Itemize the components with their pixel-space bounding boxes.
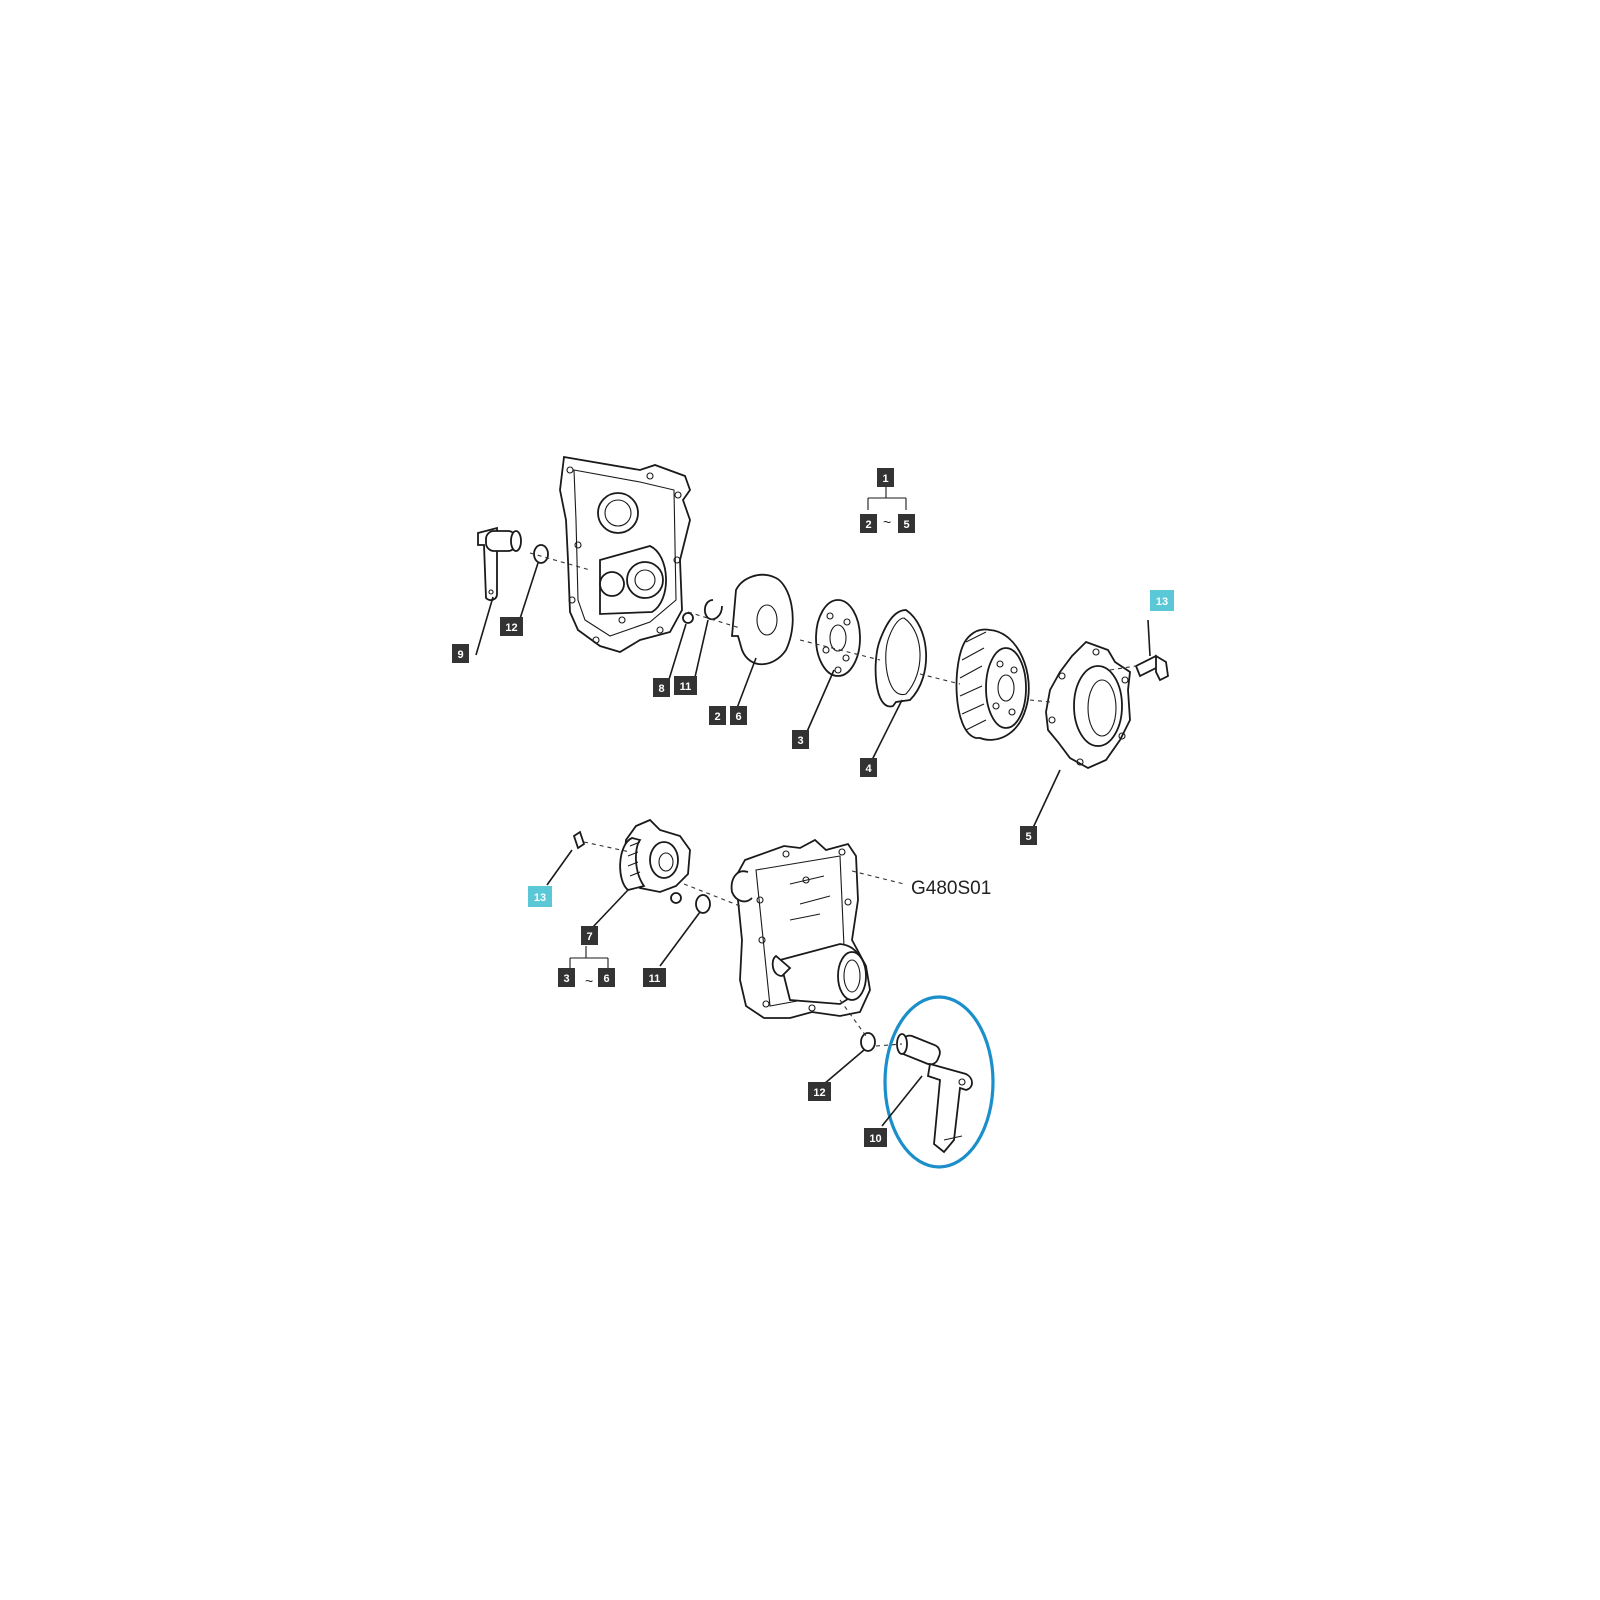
svg-text:7: 7	[586, 931, 592, 943]
callout-12-top: 12	[500, 617, 523, 636]
highlight-ellipse	[883, 995, 995, 1169]
group-tilde-top: ~	[883, 514, 891, 530]
callout-2-middle: 2	[709, 706, 726, 725]
svg-text:8: 8	[658, 683, 664, 695]
callout-7: 7	[581, 926, 598, 945]
callout-3-middle: 3	[792, 730, 809, 749]
svg-text:5: 5	[1025, 831, 1031, 843]
group-bracket-7-3-6: ~	[569, 946, 609, 989]
group-tilde-bottom: ~	[585, 973, 593, 989]
callout-1: 1	[877, 468, 894, 487]
o-ring-part-12-top	[533, 544, 549, 564]
callout-9: 9	[452, 644, 469, 663]
svg-text:12: 12	[505, 622, 517, 634]
clutch-pack	[955, 628, 1030, 741]
pressure-plate-part-2-6	[731, 573, 794, 666]
callout-11-bottom: 11	[643, 968, 666, 987]
svg-text:9: 9	[457, 649, 463, 661]
steel-plate-part-4	[874, 609, 928, 708]
callout-2-top: 2	[860, 514, 877, 533]
svg-text:10: 10	[869, 1133, 881, 1145]
callout-6-middle: 6	[730, 706, 747, 725]
svg-text:11: 11	[680, 681, 692, 693]
svg-text:4: 4	[865, 763, 872, 775]
screw-part-13-bottom	[572, 830, 586, 850]
flange-housing-part-5	[1045, 640, 1131, 770]
callout-13-top: 13	[1150, 590, 1174, 611]
svg-text:3: 3	[797, 735, 803, 747]
callout-5-top: 5	[898, 514, 915, 533]
svg-text:6: 6	[603, 973, 609, 985]
o-ring-part-12-bottom	[860, 1032, 876, 1052]
callout-5-bottom: 5	[1020, 826, 1037, 845]
transmission-cover-housing	[559, 455, 692, 653]
upper-assembly-axis	[529, 552, 1137, 703]
callout-labels: 1 2 5 13 9 12 8 11 2 6 3 4 5 13 7 3 6 11…	[452, 468, 1174, 1147]
reference-pointer	[851, 870, 905, 885]
clutch-hub-part-7	[619, 818, 691, 893]
callout-8: 8	[653, 678, 670, 697]
lower-housing-g480s01	[730, 838, 871, 1019]
svg-text:2: 2	[714, 711, 720, 723]
callout-11-top: 11	[674, 676, 697, 695]
callout-4: 4	[860, 758, 877, 777]
ball-part-8	[682, 612, 694, 624]
svg-text:13: 13	[1156, 596, 1168, 608]
svg-text:11: 11	[649, 973, 661, 985]
callout-6-bottom: 6	[598, 968, 615, 987]
svg-text:13: 13	[534, 892, 546, 904]
svg-text:3: 3	[563, 973, 569, 985]
svg-text:12: 12	[813, 1087, 825, 1099]
ball-lower	[670, 892, 682, 904]
shift-lever-part-9	[477, 526, 522, 601]
callout-10: 10	[864, 1128, 887, 1147]
svg-text:6: 6	[735, 711, 741, 723]
svg-text:5: 5	[903, 519, 909, 531]
lower-leader-lines	[546, 849, 923, 1127]
svg-text:2: 2	[865, 519, 871, 531]
snap-ring-part-11-bottom	[695, 894, 711, 914]
lever-part-10	[896, 1033, 973, 1154]
svg-text:1: 1	[882, 473, 888, 485]
snap-ring-part-11-top	[703, 599, 723, 621]
callout-13-bottom: 13	[528, 886, 552, 907]
reference-code: G480S01	[911, 878, 991, 899]
bolt-part-13-top	[1134, 654, 1169, 682]
friction-disc-part-3	[815, 599, 861, 677]
group-bracket-1-2-5: ~	[867, 486, 907, 530]
callout-12-bottom: 12	[808, 1082, 831, 1101]
callout-3-bottom: 3	[558, 968, 575, 987]
